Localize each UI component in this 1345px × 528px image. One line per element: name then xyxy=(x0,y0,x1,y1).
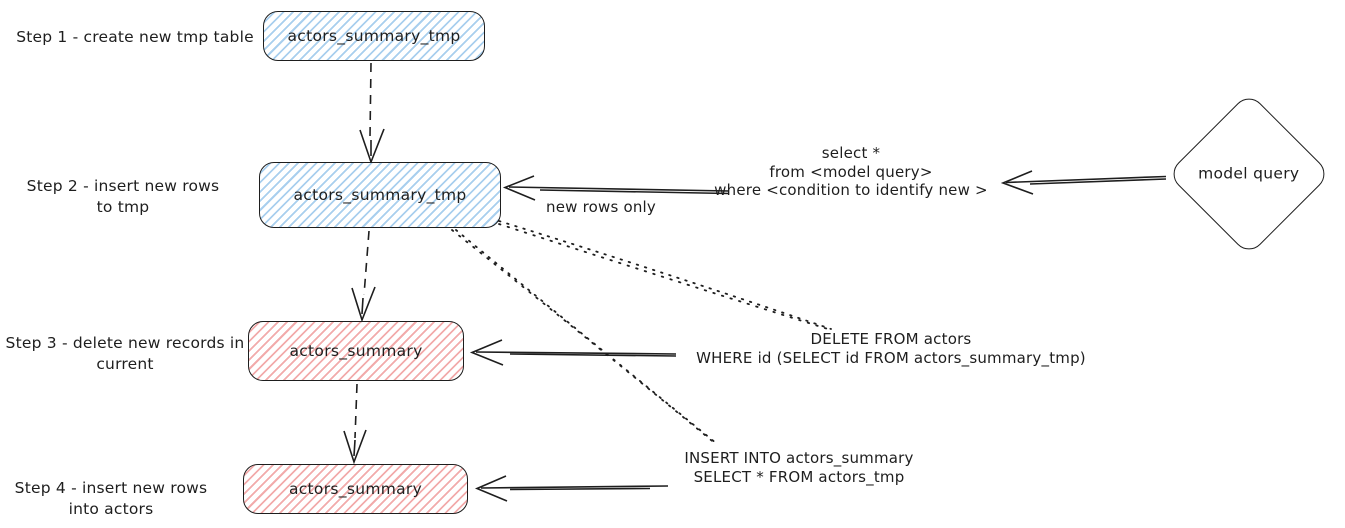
node-actors-summary-tmp-step1[interactable]: actors_summary_tmp xyxy=(263,11,485,61)
node-label: actors_summary xyxy=(288,480,423,498)
arrow-diamond-to-query xyxy=(1000,170,1167,195)
arrow-insert-to-summary xyxy=(474,475,669,502)
new-rows-only-label: new rows only xyxy=(546,198,656,216)
node-label: actors_summary_tmp xyxy=(287,27,461,45)
node-actors-summary-tmp-step2[interactable]: actors_summary_tmp xyxy=(259,162,501,228)
node-label: actors_summary_tmp xyxy=(293,186,467,204)
arrow-step2-to-step3 xyxy=(351,230,376,323)
arrow-query-to-tmp xyxy=(502,175,730,201)
arrow-step1-to-step2 xyxy=(359,62,385,165)
arrow-step3-to-step4 xyxy=(343,383,367,465)
step1-label: Step 1 - create new tmp table xyxy=(16,28,254,46)
arrow-delete-to-summary xyxy=(469,339,677,366)
insert-sql-annotation: INSERT INTO actors_summary SELECT * FROM… xyxy=(684,449,914,486)
step4-label: Step 4 - insert new rows into actors xyxy=(14,479,208,518)
node-actors-summary-step4[interactable]: actors_summary xyxy=(243,464,468,514)
node-model-query[interactable]: model query xyxy=(1166,91,1332,257)
node-label: actors_summary xyxy=(289,342,423,360)
delete-sql-annotation: DELETE FROM actors WHERE id (SELECT id F… xyxy=(696,330,1086,367)
node-actors-summary-step3[interactable]: actors_summary xyxy=(248,321,464,381)
diamond-label: model query xyxy=(1198,165,1300,183)
dotted-link-tmp-to-delete xyxy=(498,220,832,331)
select-query-annotation: select * from <model query> where <condi… xyxy=(714,144,988,199)
step2-label: Step 2 - insert new rows to tmp xyxy=(26,177,220,216)
diamond-shape: model query xyxy=(1166,91,1332,257)
step3-label: Step 3 - delete new records in current xyxy=(5,334,245,373)
